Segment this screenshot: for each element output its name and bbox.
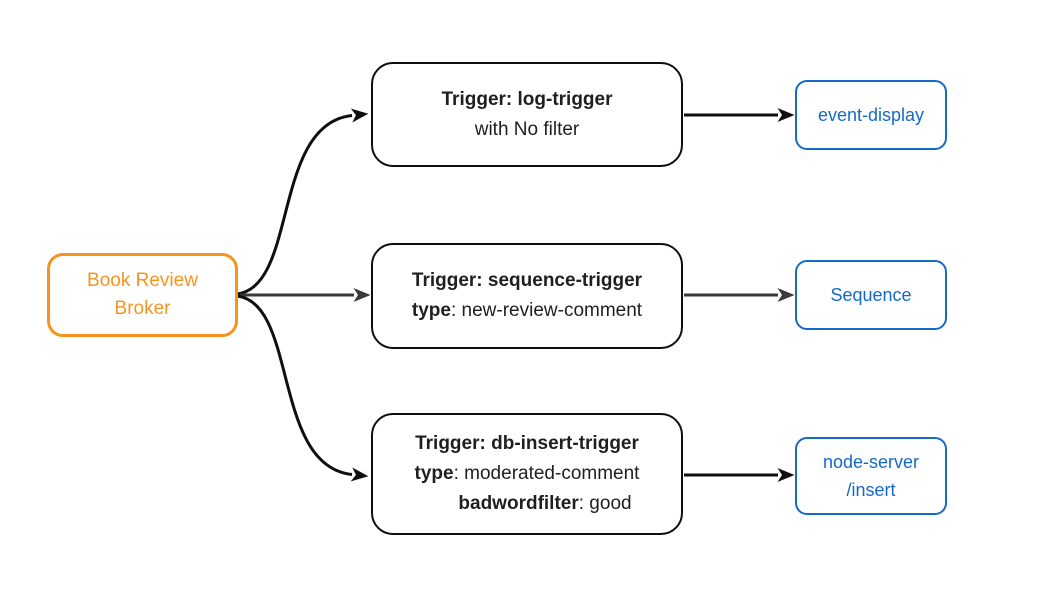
sink-node-sequence: Sequence: [795, 260, 947, 330]
trigger-title: Trigger: sequence-trigger: [411, 270, 643, 291]
attr-value: : good: [578, 493, 632, 514]
sink-label-line1: node-server: [822, 452, 920, 472]
attr-key: type: [411, 300, 451, 321]
arrow-broker-to-db-insert-trigger: [236, 294, 369, 482]
trigger-node-sequence-trigger: Trigger: sequence-trigger type: new-revi…: [371, 243, 683, 349]
broker-label-line1: Book Review: [87, 270, 198, 291]
trigger-filter-attr: type: new-review-comment: [412, 296, 642, 326]
sink-node-event-display: event-display: [795, 80, 947, 150]
trigger-node-log-trigger: Trigger: log-trigger with No filter: [371, 62, 683, 167]
trigger-filter-attr: type: moderated-comment: [415, 459, 640, 489]
trigger-title: Trigger: db-insert-trigger: [415, 433, 639, 454]
broker-node-book-review: Book Review Broker: [47, 253, 238, 337]
sink-label: Sequence: [830, 285, 912, 305]
trigger-filter-attr: badwordfilter: good: [458, 489, 631, 519]
attr-key: type: [414, 463, 454, 484]
trigger-node-db-insert-trigger: Trigger: db-insert-trigger type: moderat…: [371, 413, 683, 535]
attr-key: badwordfilter: [458, 493, 579, 514]
sink-label-line2: /insert: [846, 480, 896, 500]
trigger-title: Trigger: log-trigger: [441, 88, 613, 110]
attr-value: : new-review-comment: [450, 300, 643, 321]
trigger-filter-text: with No filter: [474, 118, 580, 140]
broker-label-line2: Broker: [114, 298, 171, 319]
attr-value: : moderated-comment: [453, 463, 640, 484]
sink-label: event-display: [817, 105, 925, 125]
arrow-broker-to-log-trigger: [236, 108, 369, 296]
sink-node-node-server-insert: node-server /insert: [795, 437, 947, 515]
